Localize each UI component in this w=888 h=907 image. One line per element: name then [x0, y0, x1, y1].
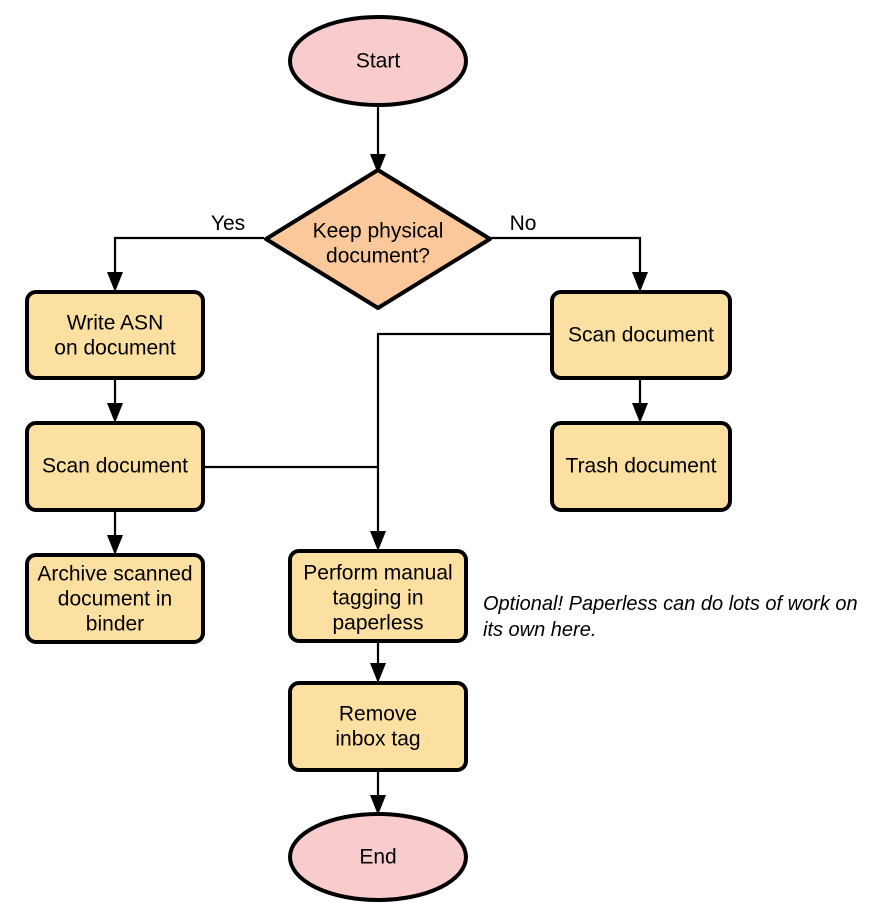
node-trash-document[interactable]: Trash document — [550, 421, 732, 512]
annotation-optional-note: Optional! Paperless can do lots of work … — [483, 593, 858, 641]
edge-scan-right-to-tagging — [370, 332, 552, 551]
remove-inbox-tag-box — [288, 681, 468, 772]
node-archive-scanned-document[interactable]: Archive scanned document in binder — [25, 553, 205, 644]
node-remove-inbox-tag[interactable]: Remove inbox tag — [288, 681, 468, 772]
tagging-label-line1: Perform manual — [303, 562, 452, 585]
decision-diamond — [264, 168, 492, 310]
edge-write-asn-to-scan-left — [107, 378, 123, 423]
scan-document-right-box — [550, 290, 732, 380]
remove-inbox-label-line2: inbox tag — [335, 728, 420, 751]
arrowhead-icon — [632, 403, 648, 423]
arrowhead-icon — [632, 272, 648, 292]
optional-note-line1: Optional! Paperless can do lots of work … — [483, 593, 858, 615]
node-decision-keep-physical-document[interactable]: Keep physical document? — [264, 168, 492, 310]
remove-inbox-label-line1: Remove — [339, 703, 417, 726]
tagging-box — [288, 549, 468, 643]
archive-box — [25, 553, 205, 644]
edge-scan-left-to-archive — [107, 510, 123, 555]
edge-tagging-to-remove-inbox — [370, 641, 386, 683]
arrowhead-icon — [370, 663, 386, 683]
end-ellipse — [288, 812, 468, 902]
edge-decision-no-to-scan-right — [490, 236, 648, 292]
edge-decision-yes-to-write-asn — [107, 236, 264, 292]
trash-document-label: Trash document — [566, 455, 717, 478]
scan-document-left-box — [25, 421, 205, 512]
edge-start-to-decision — [370, 104, 386, 174]
edge-label-yes: Yes — [211, 212, 245, 235]
node-perform-manual-tagging[interactable]: Perform manual tagging in paperless — [288, 549, 468, 643]
optional-note-line2: its own here. — [483, 619, 596, 641]
end-label: End — [359, 846, 396, 869]
decision-label-line2: document? — [326, 245, 430, 268]
node-write-asn-on-document[interactable]: Write ASN on document — [25, 290, 205, 380]
arrowhead-icon — [370, 154, 386, 174]
archive-label-line1: Archive scanned — [37, 563, 192, 586]
arrowhead-icon — [107, 403, 123, 423]
edge-label-no: No — [510, 212, 537, 235]
trash-document-box — [550, 421, 732, 512]
arrowhead-icon — [107, 535, 123, 555]
tagging-label-line2: tagging in — [332, 587, 423, 610]
node-start[interactable]: Start — [288, 15, 468, 107]
write-asn-box — [25, 290, 205, 380]
archive-label-line3: binder — [86, 613, 144, 636]
edge-scan-right-to-trash — [632, 378, 648, 423]
write-asn-label-line2: on document — [54, 337, 176, 360]
arrowhead-icon — [370, 795, 386, 815]
archive-label-line2: document in — [58, 588, 172, 611]
node-scan-document-right[interactable]: Scan document — [550, 290, 732, 380]
arrowhead-icon — [107, 272, 123, 292]
arrowhead-icon — [370, 531, 386, 551]
node-end[interactable]: End — [288, 812, 468, 902]
edge-remove-inbox-to-end — [370, 770, 386, 815]
decision-label-line1: Keep physical — [313, 220, 444, 243]
tagging-label-line3: paperless — [332, 612, 423, 635]
scan-document-right-label: Scan document — [568, 324, 714, 347]
node-scan-document-left[interactable]: Scan document — [25, 421, 205, 512]
start-label: Start — [356, 50, 401, 73]
start-ellipse — [288, 15, 468, 107]
scan-document-left-label: Scan document — [42, 455, 188, 478]
write-asn-label-line1: Write ASN — [67, 312, 163, 335]
